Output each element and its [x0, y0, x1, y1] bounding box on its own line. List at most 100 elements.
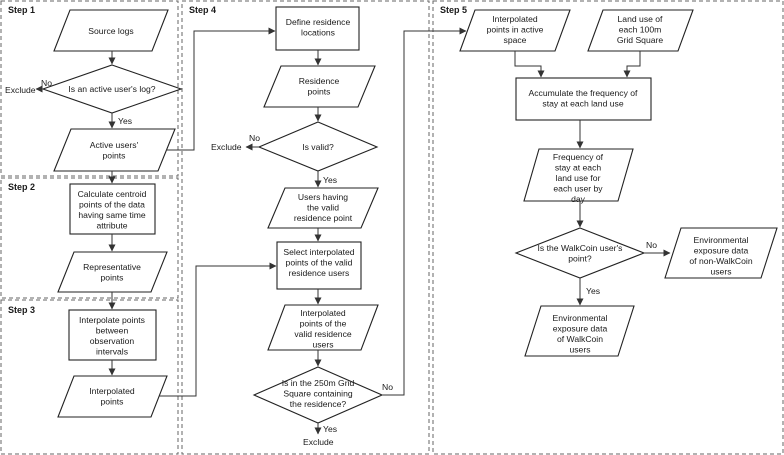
walkcoin-question-text-line: Is the WalkCoin user's: [538, 243, 623, 253]
active-points-text-line: Active users': [90, 140, 139, 150]
active-points-node: [53, 128, 176, 172]
frequency-text-line: land use for: [556, 173, 601, 183]
centroid-text-line: Calculate centroid: [78, 189, 147, 199]
step-2-panel: [0, 177, 179, 299]
is-valid-no-label: No: [249, 133, 260, 143]
arrow-land-use-to-accumulate: [623, 51, 641, 78]
arrow-interpolated-to-select: [159, 262, 277, 397]
node-texts: Source logs Is an active user's log? Act…: [68, 14, 752, 409]
walkcoin-yes-label: Yes: [586, 286, 600, 296]
is-valid-question-text-line: Is valid?: [302, 142, 334, 152]
source-logs-text: Source logs: [88, 26, 133, 36]
interp-active-text-line: Interpolated: [492, 14, 538, 24]
is-valid-exclude-label: Exclude: [211, 142, 242, 152]
step-labels: Step 1 Step 2 Step 3 Step 4 Step 5: [8, 5, 467, 315]
step-1-label: Step 1: [8, 5, 35, 15]
source-logs-text-line: Source logs: [88, 26, 133, 36]
interp-active-text-line: points in active: [487, 25, 544, 35]
frequency-text-line: Frequency of: [553, 152, 604, 162]
select-interp-text-line: Select interpolated: [283, 247, 354, 257]
grid250-exclude-label: Exclude: [303, 437, 334, 447]
active-points-text-line: points: [103, 151, 126, 161]
env-walk-node: [524, 305, 635, 357]
arrow-grid-q-to-active-space: [382, 27, 467, 396]
step-4-label: Step 4: [189, 5, 216, 15]
interp-valid-text-line: points of the: [300, 319, 347, 329]
interp-valid-text-line: users: [312, 340, 333, 350]
grid250-question-text-line: Is in the 250m Grid: [282, 378, 355, 388]
interpolate-node: [68, 309, 157, 361]
grid250-question-text-line: Square containing: [283, 389, 352, 399]
accumulate-text-line: Accumulate the frequency of: [529, 88, 639, 98]
env-non-text-line: of non-WalkCoin: [689, 256, 752, 266]
land-use-text-line: each 100m: [619, 25, 662, 35]
frequency-text-line: each user by: [553, 184, 603, 194]
land-use-text-line: Grid Square: [617, 35, 664, 45]
active-user-exclude-label: Exclude: [5, 85, 36, 95]
env-walk-text-line: users: [569, 345, 590, 355]
env-non-text-line: users: [710, 267, 731, 277]
define-residence-text-line: Define residence: [286, 17, 351, 27]
active-points-text: Active users'points: [90, 140, 139, 161]
is-valid-question-text: Is valid?: [302, 142, 334, 152]
interpolated-node: [57, 375, 168, 418]
env-walk-text-line: exposure data: [553, 324, 608, 334]
active-user-no-label: No: [41, 78, 52, 88]
interp-active-text-line: space: [504, 35, 527, 45]
arrow-interp-active-to-accumulate: [514, 51, 545, 78]
centroid-text-line: having same time: [78, 210, 146, 220]
env-walk-text-line: Environmental: [553, 313, 608, 323]
interp-valid-text-line: Interpolated: [300, 308, 346, 318]
step-5-label: Step 5: [440, 5, 467, 15]
active-user-yes-label: Yes: [118, 116, 132, 126]
interp-valid-node: [267, 304, 379, 351]
step-1-panel: [0, 0, 179, 177]
walkcoin-question-text-line: point?: [568, 254, 592, 264]
users-valid-text-line: Users having: [298, 192, 348, 202]
land-use-node: [587, 9, 694, 52]
grid250-question-text-line: the residence?: [290, 399, 347, 409]
grid250-yes-label: Yes: [323, 424, 337, 434]
interp-valid-text-line: valid residence: [294, 329, 352, 339]
interpolate-text-line: Interpolate points: [79, 315, 145, 325]
grid250-no-label: No: [382, 382, 393, 392]
edge-labels: No Exclude Yes No Exclude Yes No Yes Exc…: [5, 78, 657, 447]
arrow-active-points-to-define: [166, 27, 276, 151]
env-non-text-line: exposure data: [694, 246, 749, 256]
accumulate-text-line: stay at each land use: [542, 99, 623, 109]
representative-node: [57, 251, 168, 293]
active-user-question-text: Is an active user's log?: [68, 84, 155, 94]
frequency-text-line: day: [571, 194, 586, 204]
residence-points-text-line: points: [308, 87, 331, 97]
select-interp-text-line: points of the valid: [286, 258, 353, 268]
flow-shapes: [41, 6, 778, 424]
centroid-text-line: points of the data: [79, 200, 145, 210]
select-interp-text-line: residence users: [289, 268, 350, 278]
is-valid-yes-label: Yes: [323, 175, 337, 185]
step-5-panel: [432, 0, 784, 455]
env-walk-text-line: of WalkCoin: [557, 334, 603, 344]
users-valid-text-line: the valid: [307, 203, 339, 213]
flow-connectors: [35, 27, 671, 435]
env-non-text-line: Environmental: [694, 235, 749, 245]
interpolated-text-line: points: [101, 397, 124, 407]
representative-text-line: Representative: [83, 262, 141, 272]
frequency-text-line: stay at each: [555, 163, 602, 173]
step-2-label: Step 2: [8, 182, 35, 192]
select-interp-node: [276, 241, 362, 290]
residence-points-text-line: Residence: [299, 76, 340, 86]
